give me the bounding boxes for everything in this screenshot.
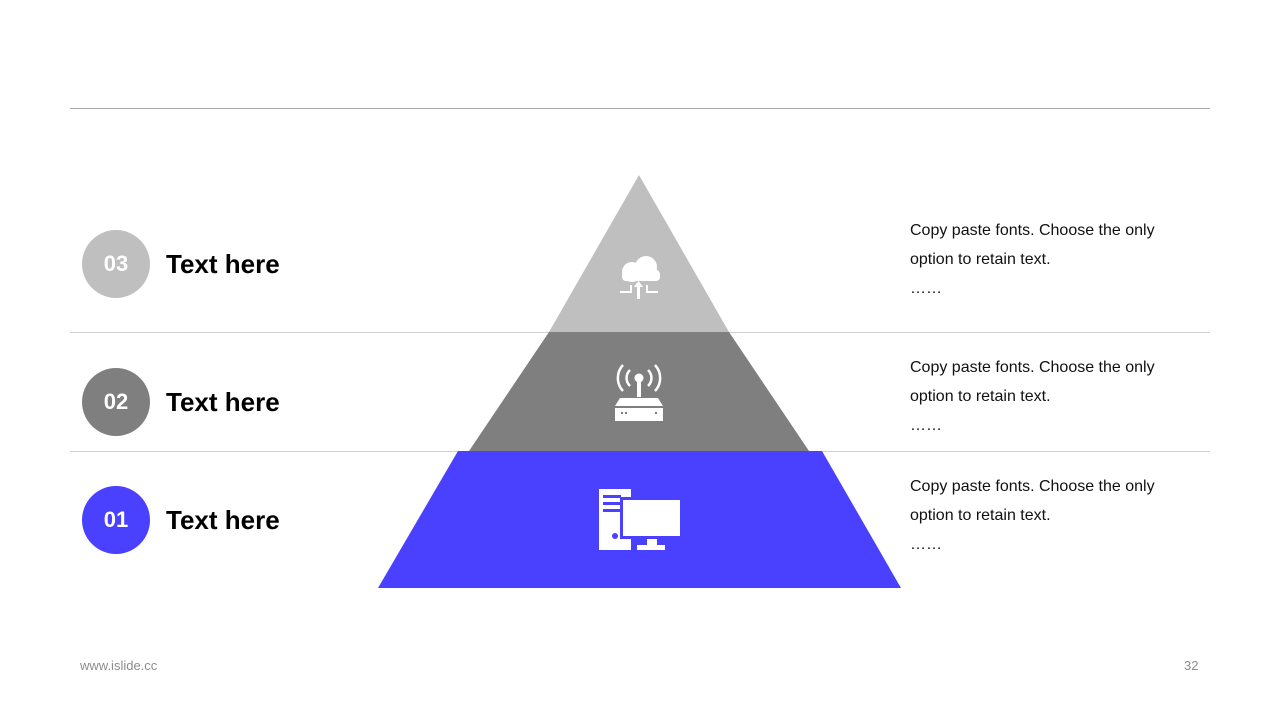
level-title-03: Text here xyxy=(166,248,280,279)
level-row-01: 01 Text here xyxy=(82,486,280,554)
level-title-02: Text here xyxy=(166,386,280,417)
footer-url[interactable]: www.islide.cc xyxy=(80,658,158,673)
level-badge-02: 02 xyxy=(82,368,150,436)
wireless-router-icon xyxy=(615,364,663,421)
level-row-02: 02 Text here xyxy=(82,368,280,436)
level-title-01: Text here xyxy=(166,504,280,535)
level-row-03: 03 Text here xyxy=(82,230,280,298)
level-ellipsis-03: …… xyxy=(910,280,942,297)
page-number: 32 xyxy=(1184,658,1199,673)
level-description-text-01: Copy paste fonts. Choose the only option… xyxy=(910,478,1155,524)
level-badge-03: 03 xyxy=(82,230,150,298)
pyramid-tier-top xyxy=(549,175,729,332)
level-ellipsis-01: …… xyxy=(910,536,942,553)
level-description-03: Copy paste fonts. Choose the only option… xyxy=(910,216,1190,304)
desktop-computer-icon xyxy=(599,489,682,550)
level-badge-01: 01 xyxy=(82,486,150,554)
top-divider xyxy=(70,108,1210,109)
cloud-upload-icon xyxy=(620,256,660,299)
level-description-text-03: Copy paste fonts. Choose the only option… xyxy=(910,222,1155,268)
level-ellipsis-02: …… xyxy=(910,417,942,434)
level-description-02: Copy paste fonts. Choose the only option… xyxy=(910,353,1190,441)
level-description-text-02: Copy paste fonts. Choose the only option… xyxy=(910,359,1155,405)
level-description-01: Copy paste fonts. Choose the only option… xyxy=(910,472,1190,560)
